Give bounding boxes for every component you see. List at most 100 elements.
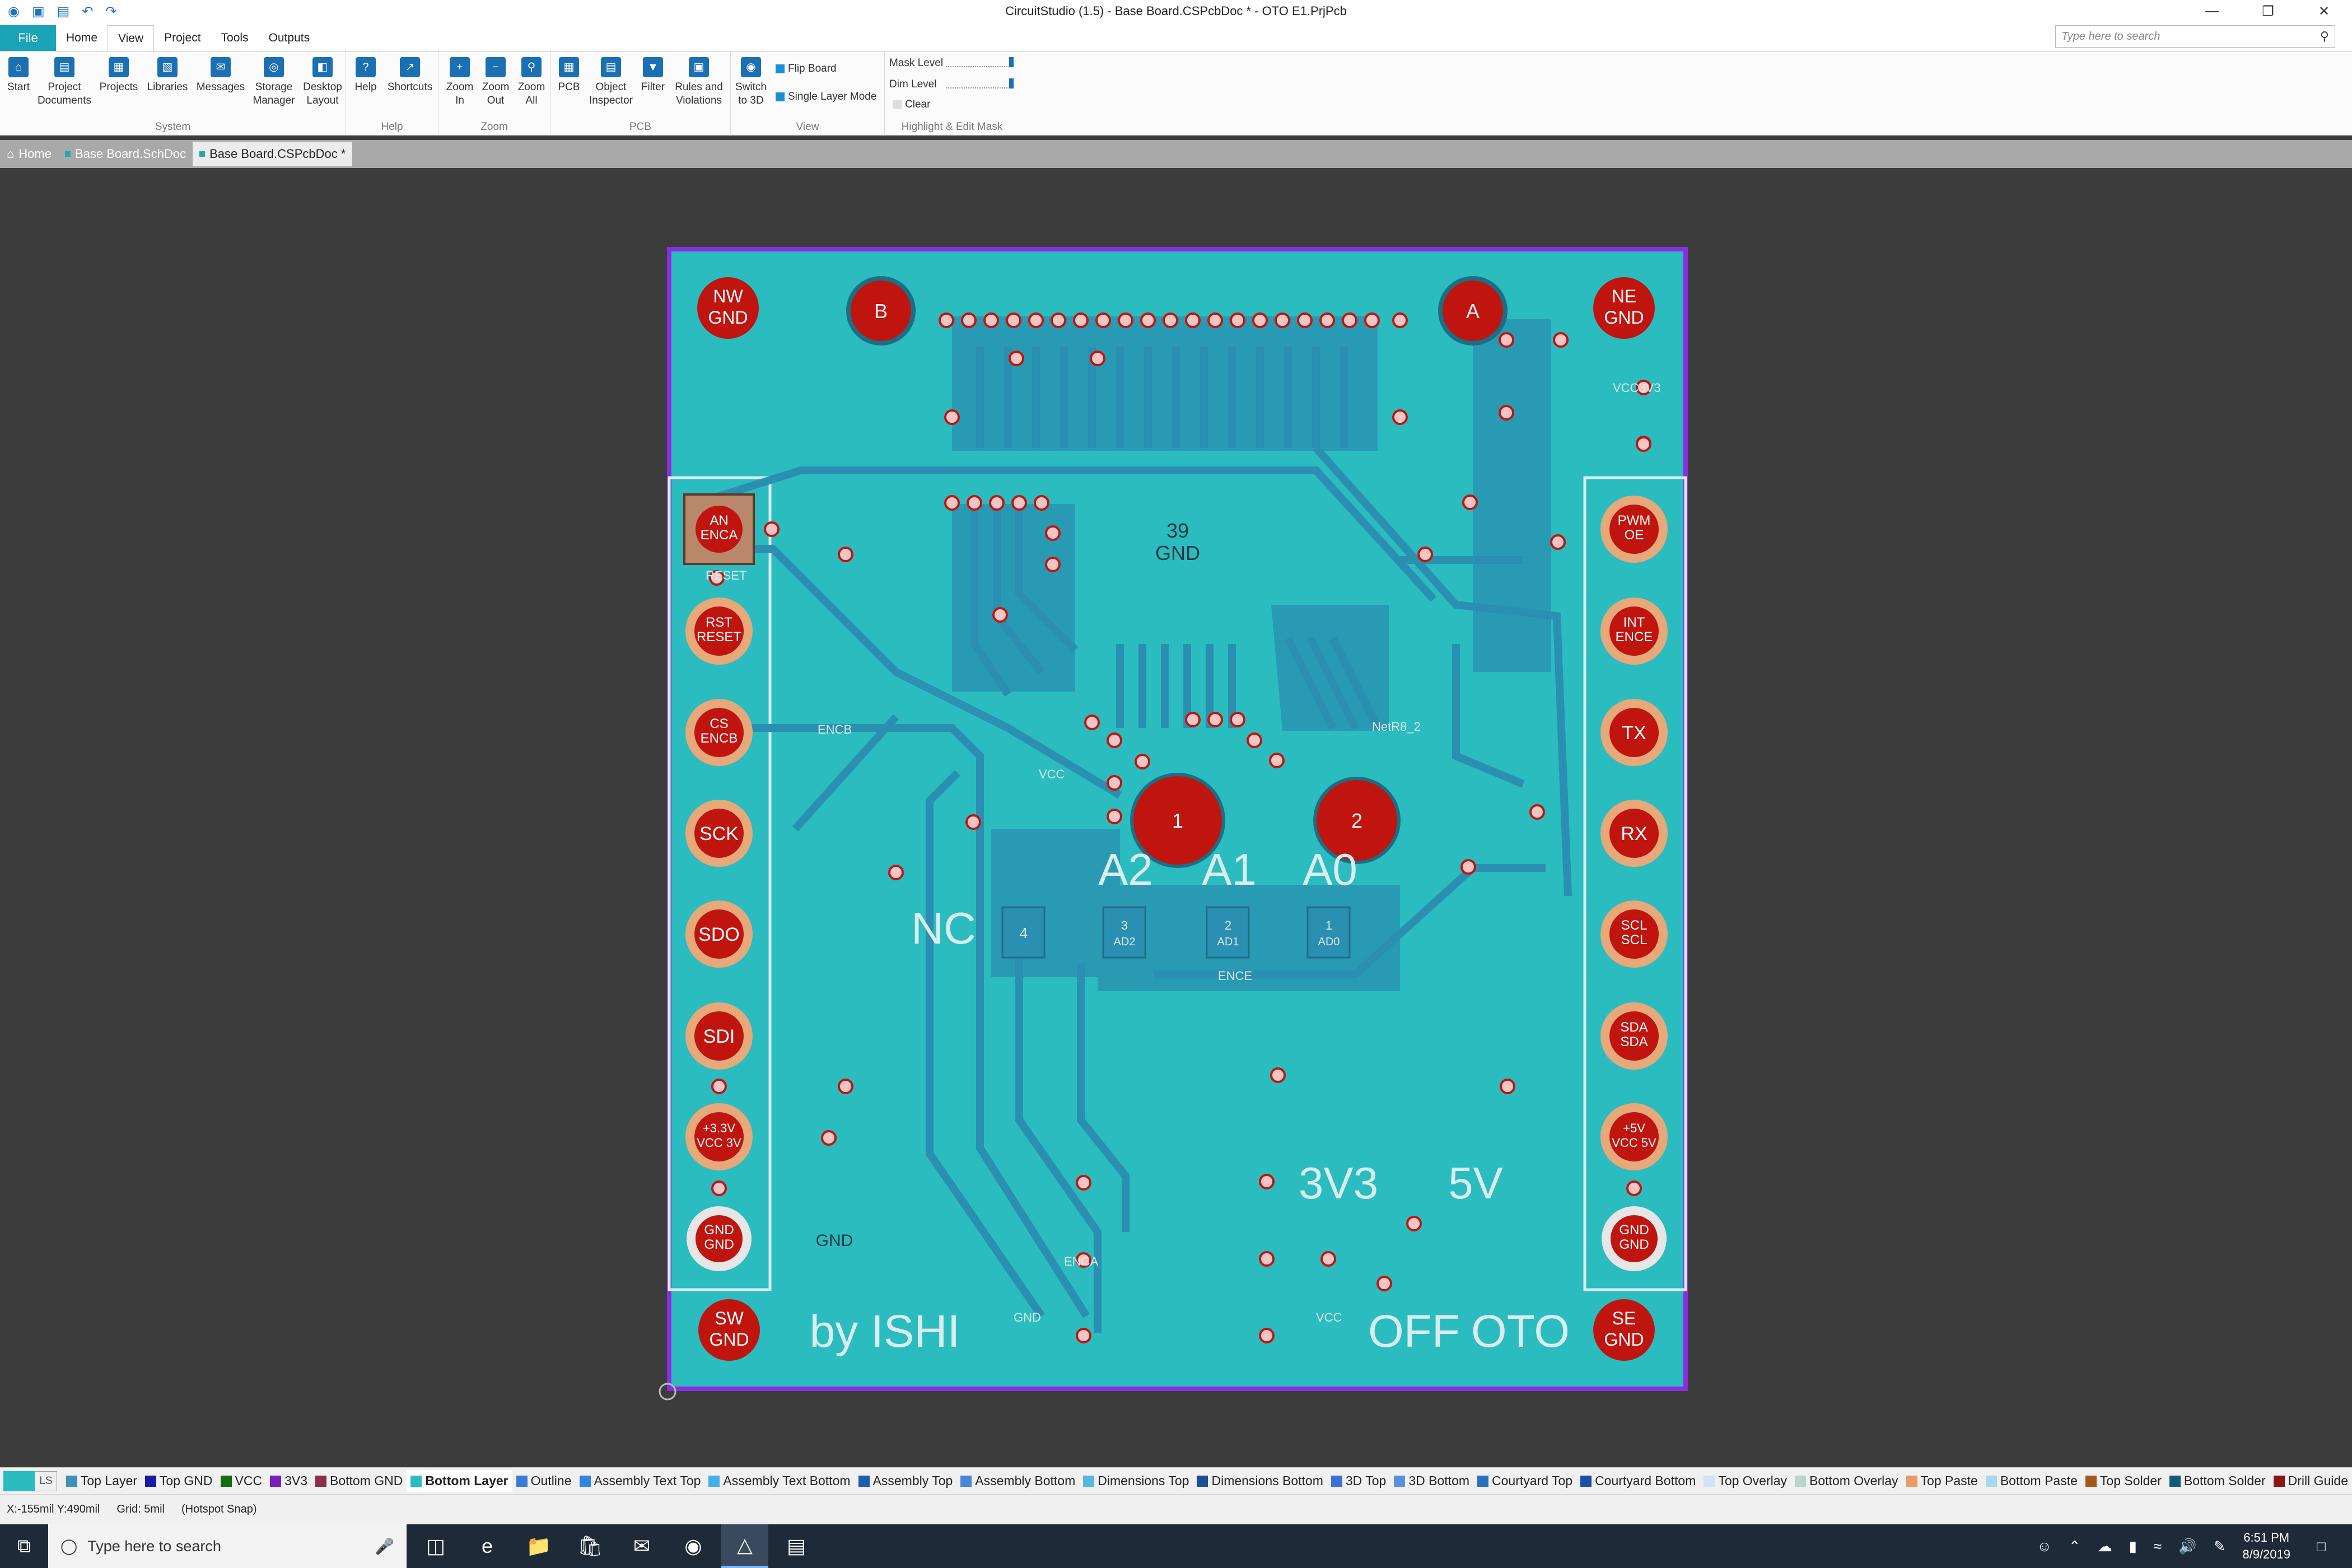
projects-button[interactable]: ▦Projects bbox=[96, 57, 141, 94]
layer-tab[interactable]: Bottom Solder bbox=[2166, 1470, 2270, 1492]
layer-tab[interactable]: Outline bbox=[512, 1470, 576, 1492]
messages-button[interactable]: ✉Messages bbox=[194, 57, 248, 94]
right-pin-1[interactable] bbox=[1609, 505, 1659, 554]
left-pin-7[interactable] bbox=[694, 1112, 744, 1161]
zoom-out-button[interactable]: −Zoom Out bbox=[479, 57, 512, 108]
layer-tab[interactable]: Bottom GND bbox=[311, 1470, 407, 1492]
layer-tab[interactable]: Dimensions Bottom bbox=[1193, 1470, 1327, 1492]
right-pin-2[interactable] bbox=[1609, 606, 1659, 656]
right-pin-7[interactable] bbox=[1609, 1112, 1659, 1161]
pad-4[interactable] bbox=[1001, 906, 1046, 959]
layer-tab[interactable]: Top Layer bbox=[62, 1470, 141, 1492]
taskbar-search-input[interactable]: ◯ Type here to search 🎤 bbox=[48, 1524, 407, 1568]
pcb-canvas[interactable]: B A 1 2 NW GND NE GND SW GND SE bbox=[0, 168, 2352, 1467]
mount-hole-b[interactable] bbox=[846, 276, 916, 346]
right-pin-4[interactable] bbox=[1609, 809, 1659, 858]
layer-tab[interactable]: Top Paste bbox=[1902, 1470, 1982, 1492]
left-pin-3[interactable] bbox=[694, 708, 744, 757]
layer-tab[interactable]: Bottom Paste bbox=[1982, 1470, 2082, 1492]
battery-icon[interactable]: ▮ bbox=[2129, 1537, 2137, 1555]
redo-icon[interactable]: ↷ bbox=[105, 3, 117, 19]
storage-manager-button[interactable]: ◎Storage Manager bbox=[249, 57, 299, 108]
pen-icon[interactable]: ✎ bbox=[2213, 1537, 2226, 1555]
left-pin-6[interactable] bbox=[694, 1011, 744, 1061]
corner-pad-ne[interactable] bbox=[1593, 277, 1655, 339]
mask-level-knob[interactable] bbox=[1009, 57, 1014, 67]
rules-violations-button[interactable]: ▣Rules and Violations bbox=[668, 57, 730, 108]
layer-tab[interactable]: Drill Guide bbox=[2270, 1470, 2352, 1492]
right-pin-3[interactable] bbox=[1609, 708, 1659, 757]
layer-tab[interactable]: Courtyard Top bbox=[1473, 1470, 1576, 1492]
save-icon[interactable]: ▣ bbox=[31, 3, 45, 19]
tab-outputs[interactable]: Outputs bbox=[268, 31, 310, 44]
left-pin-1[interactable] bbox=[696, 506, 743, 553]
pcb-workspace[interactable]: B A 1 2 NW GND NE GND SW GND SE bbox=[0, 168, 2352, 1467]
right-pin-6[interactable] bbox=[1609, 1011, 1659, 1061]
edge-icon[interactable]: e bbox=[481, 1534, 493, 1557]
close-button[interactable]: ✕ bbox=[2318, 3, 2330, 19]
search-input[interactable]: Type here to search ⚲ bbox=[2055, 25, 2335, 48]
doc-tab-home[interactable]: ⌂Home bbox=[7, 147, 52, 161]
dim-level-slider[interactable] bbox=[946, 78, 1014, 88]
layer-tab[interactable]: Top Overlay bbox=[1700, 1470, 1791, 1492]
doc-tab-pcb[interactable]: Base Board.CSPcbDoc * bbox=[193, 142, 353, 166]
tab-view[interactable]: View bbox=[108, 25, 155, 51]
layer-tab[interactable]: Top GND bbox=[141, 1470, 217, 1492]
pad-ad2[interactable] bbox=[1102, 906, 1146, 959]
mask-level-slider[interactable] bbox=[946, 57, 1014, 67]
corner-pad-se[interactable] bbox=[1593, 1299, 1655, 1361]
layer-tab-active[interactable]: Bottom Layer bbox=[407, 1469, 512, 1492]
file-tab[interactable]: File bbox=[0, 25, 56, 51]
layer-tab[interactable]: Assembly Top bbox=[855, 1470, 957, 1492]
pad-2[interactable] bbox=[1313, 777, 1401, 864]
layer-set-button[interactable]: LS bbox=[3, 1471, 62, 1491]
zoom-in-button[interactable]: +Zoom In bbox=[443, 57, 477, 108]
project-documents-button[interactable]: ▤Project Documents bbox=[34, 57, 95, 108]
layer-tab[interactable]: Assembly Text Bottom bbox=[704, 1470, 854, 1492]
corner-pad-nw[interactable] bbox=[697, 277, 759, 339]
microphone-icon[interactable]: 🎤 bbox=[375, 1537, 394, 1555]
save-all-icon[interactable]: ▤ bbox=[57, 3, 70, 19]
layer-tab[interactable]: VCC bbox=[217, 1470, 267, 1492]
left-pin-4[interactable] bbox=[694, 809, 744, 858]
show-hidden-icons-icon[interactable]: ⌃ bbox=[2068, 1537, 2081, 1555]
doc-tab-schematic[interactable]: Base Board.SchDoc bbox=[58, 142, 193, 166]
corner-pad-sw[interactable] bbox=[698, 1299, 760, 1361]
dim-level-knob[interactable] bbox=[1009, 78, 1014, 88]
start-button[interactable]: ⌂Start bbox=[4, 57, 32, 94]
zoom-all-button[interactable]: ⚲Zoom All bbox=[515, 57, 548, 108]
search-icon[interactable]: ⚲ bbox=[2320, 29, 2329, 43]
undo-icon[interactable]: ↶ bbox=[82, 3, 94, 19]
pcb-button[interactable]: ▦PCB bbox=[555, 57, 583, 94]
layer-tab[interactable]: Assembly Text Top bbox=[576, 1470, 705, 1492]
mail-icon[interactable]: ✉ bbox=[633, 1534, 651, 1557]
libraries-button[interactable]: ▧Libraries bbox=[142, 57, 193, 94]
restore-button[interactable]: ❐ bbox=[2262, 3, 2274, 19]
photos-icon[interactable]: ▤ bbox=[786, 1534, 806, 1557]
switch-3d-button[interactable]: ◉Switch to 3D bbox=[734, 57, 768, 108]
people-icon[interactable]: ☺ bbox=[2037, 1537, 2052, 1555]
layer-tab[interactable]: Dimensions Top bbox=[1079, 1470, 1193, 1492]
clear-mask-button[interactable]: Clear bbox=[893, 99, 930, 111]
tab-home[interactable]: Home bbox=[66, 31, 98, 44]
left-pin-5[interactable] bbox=[694, 909, 744, 959]
pad-ad1[interactable] bbox=[1206, 906, 1250, 959]
minimize-button[interactable]: — bbox=[2205, 3, 2219, 18]
layer-tab[interactable]: Top Solder bbox=[2082, 1470, 2166, 1492]
layer-tab[interactable]: 3V3 bbox=[266, 1470, 311, 1492]
layer-tab[interactable]: 3D Top bbox=[1327, 1470, 1390, 1492]
app-logo-icon[interactable]: ◉ bbox=[8, 3, 20, 19]
volume-icon[interactable]: 🔊 bbox=[2178, 1537, 2197, 1555]
right-pin-5[interactable] bbox=[1609, 909, 1659, 959]
chrome-icon[interactable]: ◉ bbox=[684, 1534, 702, 1557]
layer-tab[interactable]: 3D Bottom bbox=[1390, 1470, 1473, 1492]
clock[interactable]: 6:51 PM 8/9/2019 bbox=[2242, 1529, 2290, 1563]
action-center-icon[interactable]: □ bbox=[2317, 1537, 2326, 1555]
task-view-icon[interactable]: ◫ bbox=[426, 1534, 445, 1557]
circuitstudio-icon[interactable]: △ bbox=[721, 1524, 768, 1568]
pad-1[interactable] bbox=[1130, 773, 1225, 868]
pad-ad0[interactable] bbox=[1306, 906, 1351, 959]
windows-start-icon[interactable]: ⧉ bbox=[17, 1535, 31, 1557]
help-button[interactable]: ?Help bbox=[352, 57, 380, 94]
desktop-layout-button[interactable]: ◧Desktop Layout bbox=[300, 57, 345, 108]
